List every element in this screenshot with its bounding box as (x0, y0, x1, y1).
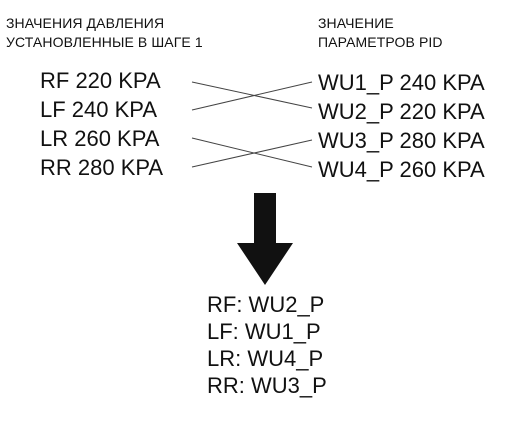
header-pressure-values-line1: ЗНАЧЕНИЯ ДАВЛЕНИЯ (6, 15, 165, 31)
header-pid-values-line2: ПАРАМЕТРОВ PID (318, 34, 443, 50)
link-lf-wu1 (191, 81, 313, 111)
pid-list: WU1_P 240 KPA WU2_P 220 KPA WU3_P 280 KP… (318, 68, 485, 184)
pid-item-wu1: WU1_P 240 KPA (318, 70, 485, 95)
header-pressure-values-line2: УСТАНОВЛЕННЫЕ В ШАГЕ 1 (6, 34, 203, 50)
result-item-lr: LR: WU4_P (207, 346, 324, 371)
pressure-item-lr: LR 260 KPA (40, 126, 160, 151)
link-rf-wu2 (191, 81, 313, 109)
link-lr-wu4 (191, 137, 313, 168)
pressure-list: RF 220 KPA LF 240 KPA LR 260 KPA RR 280 … (40, 66, 163, 182)
header-pressure-values: ЗНАЧЕНИЯ ДАВЛЕНИЯ УСТАНОВЛЕННЫЕ В ШАГЕ 1 (6, 14, 203, 52)
header-pid-values: ЗНАЧЕНИЕ ПАРАМЕТРОВ PID (318, 14, 443, 52)
pressure-item-rr: RR 280 KPA (40, 155, 164, 180)
result-item-rr: RR: WU3_P (207, 373, 327, 398)
header-pid-values-line1: ЗНАЧЕНИЕ (318, 15, 394, 31)
down-arrow-icon (237, 193, 293, 285)
link-rr-wu3 (191, 139, 313, 168)
result-list: RF: WU2_P LF: WU1_P LR: WU4_P RR: WU3_P (207, 291, 327, 399)
result-item-rf: RF: WU2_P (207, 292, 325, 317)
pid-item-wu3: WU3_P 280 KPA (318, 128, 485, 153)
result-item-lf: LF: WU1_P (207, 319, 321, 344)
pressure-item-rf: RF 220 KPA (40, 68, 161, 93)
pid-item-wu2: WU2_P 220 KPA (318, 99, 485, 124)
pid-item-wu4: WU4_P 260 KPA (318, 157, 485, 182)
pressure-item-lf: LF 240 KPA (40, 97, 157, 122)
